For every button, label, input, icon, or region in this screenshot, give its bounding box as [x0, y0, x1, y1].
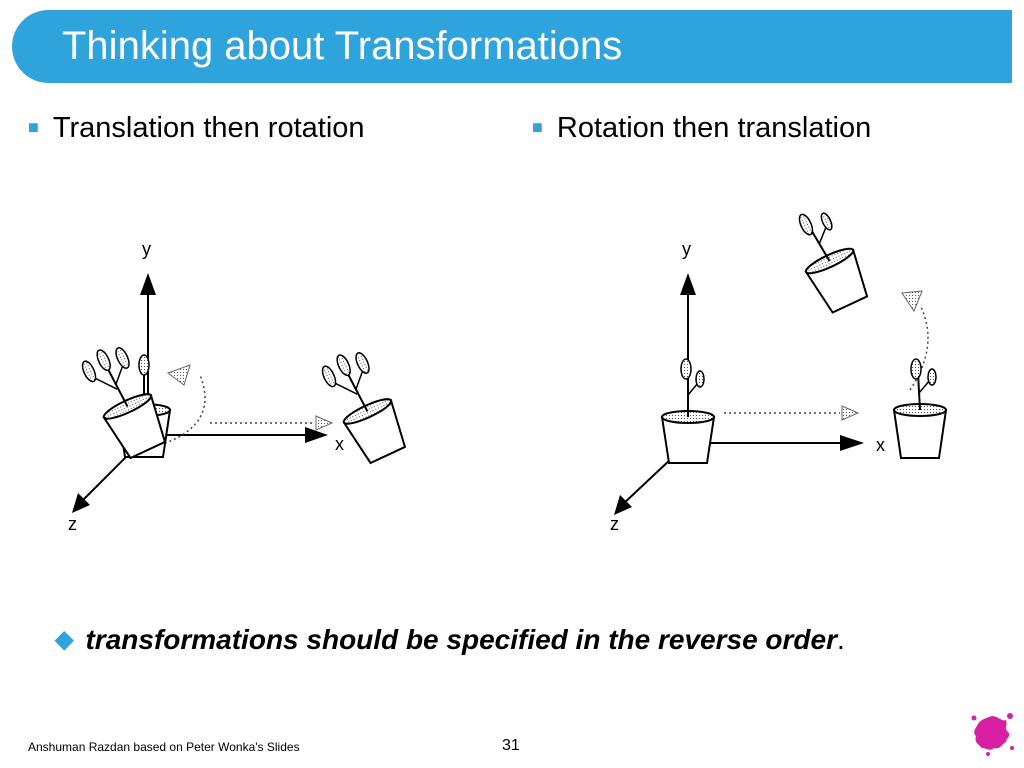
bullet-translation-then-rotation: ■ Translation then rotation: [28, 112, 365, 145]
x-arrow-icon: [840, 435, 864, 451]
y-arrow-icon: [140, 273, 156, 295]
x-axis-label: x: [335, 434, 344, 454]
dotted-arrow-icon: [315, 415, 334, 431]
z-arrow-icon: [614, 495, 632, 515]
title-bar: Thinking about Transformations: [12, 10, 1012, 83]
rotation-then-translation-figure: y x z: [610, 212, 948, 534]
final-plant-icon: [798, 212, 869, 314]
dotted-arrow-icon: [901, 290, 923, 313]
plant-pot-icon: [660, 358, 716, 464]
splat-logo-icon: [971, 713, 1014, 756]
translated-plant-icon: [892, 358, 948, 459]
conclusion-period: .: [837, 624, 845, 655]
dotted-arrow-icon: [166, 364, 191, 386]
page-number: 31: [502, 737, 520, 754]
bullet-rotation-then-translation: ■ Rotation then translation: [532, 112, 871, 145]
dotted-arrow-icon: [841, 405, 860, 421]
rotated-plant-icon: [81, 347, 167, 460]
conclusion-statement: ◆ transformations should be specified in …: [55, 624, 845, 656]
rotation-path: [909, 304, 929, 391]
x-axis-label: x: [876, 435, 885, 455]
conclusion-text: transformations should be specified in t…: [85, 624, 837, 655]
z-axis-label: z: [68, 514, 77, 534]
bullet-text: Translation then rotation: [52, 112, 365, 144]
final-plant-icon: [321, 352, 407, 465]
slide-title: Thinking about Transformations: [62, 24, 623, 68]
square-bullet-icon: ■: [28, 117, 39, 137]
bullet-text: Rotation then translation: [556, 112, 872, 144]
footer-credit: Anshuman Razdan based on Peter Wonka's S…: [28, 740, 300, 754]
x-arrow-icon: [305, 427, 328, 443]
z-arrow-icon: [72, 493, 90, 513]
translation-then-rotation-figure: y x z: [68, 239, 407, 534]
y-axis-label: y: [682, 239, 691, 259]
square-bullet-icon: ■: [532, 117, 543, 137]
y-axis-label: y: [142, 239, 151, 259]
y-arrow-icon: [680, 273, 696, 295]
z-axis-label: z: [610, 514, 619, 534]
diamond-bullet-icon: ◆: [55, 626, 74, 653]
